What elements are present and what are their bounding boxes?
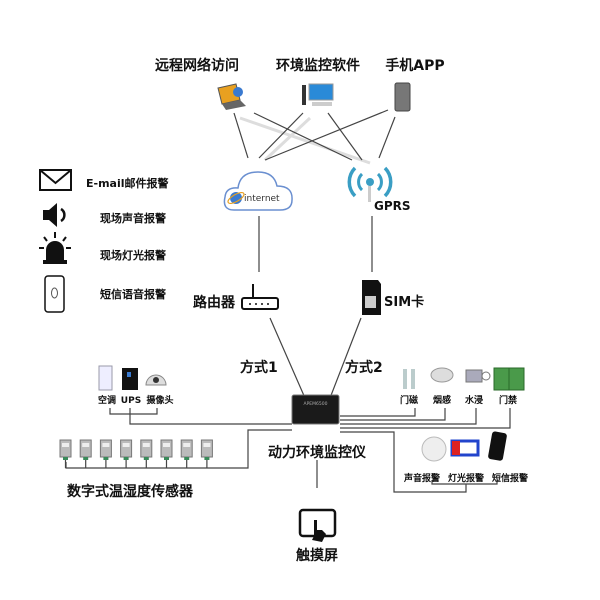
sim-label: SIM卡 — [384, 294, 424, 310]
sms-alarm-phone-icon — [488, 431, 507, 461]
mode1-line — [269, 317, 306, 399]
legend-label-light: 现场灯光报警 — [100, 248, 166, 262]
controller-label: 动力环境监控仪 — [268, 444, 367, 461]
mode1-label: 方式1 — [240, 359, 278, 376]
light-alarm-icon — [450, 439, 480, 457]
laptop-icon — [217, 83, 246, 110]
temperature-humidity-sensors — [59, 439, 213, 468]
right-device-label: 烟感 — [433, 394, 451, 406]
sound-alarm-icon — [421, 436, 447, 462]
smartphone-icon — [394, 82, 411, 112]
envelope-icon — [39, 169, 72, 191]
phone-icon — [44, 275, 65, 313]
alarm-device-label: 声音报警 — [403, 472, 440, 484]
controller-model: APEM6500 — [304, 401, 328, 407]
internet-label: internet — [244, 194, 280, 204]
right-device-label: 门磁 — [400, 394, 418, 406]
legend-label-sms: 短信语音报警 — [100, 287, 166, 301]
gprs-label: GPRS — [374, 199, 411, 213]
legend-label-sound: 现场声音报警 — [100, 211, 166, 225]
camera-icon — [145, 374, 167, 386]
sensor-icon — [140, 439, 153, 468]
desktop-computer-icon — [302, 83, 334, 106]
smoke-detector-icon — [430, 367, 454, 383]
access-control-door-icon — [493, 367, 525, 391]
right-device-label: 门禁 — [499, 394, 517, 406]
left-device-label: 摄像头 — [146, 394, 173, 406]
air-conditioner-icon — [98, 365, 113, 391]
sensors-label: 数字式温湿度传感器 — [67, 483, 194, 500]
alarm-device-label: 灯光报警 — [448, 472, 484, 484]
ups-icon — [122, 368, 138, 390]
sensor-icon — [79, 439, 92, 468]
touchscreen-icon[interactable] — [298, 508, 337, 542]
left-device-label: 空调 — [98, 394, 116, 406]
alarm-device-label: 短信报警 — [492, 472, 528, 484]
water-sensor-icon — [465, 369, 491, 383]
connection-lines-top — [233, 109, 396, 165]
mode2-line — [329, 317, 362, 399]
controller-device[interactable]: APEM6500 — [291, 394, 340, 425]
sensor-icon — [200, 439, 213, 468]
sensor-icon — [59, 439, 72, 468]
legend-label-email: E-mail邮件报警 — [86, 176, 169, 190]
sensor-icon — [120, 439, 133, 468]
sensor-icon — [180, 439, 193, 468]
router-label: 路由器 — [193, 294, 236, 311]
door-magnet-icon — [403, 369, 415, 389]
remote-access-label: 远程网络访问 — [155, 57, 239, 74]
router-icon — [241, 284, 279, 310]
touchscreen-label: 触摸屏 — [295, 547, 338, 564]
sim-card-icon — [362, 280, 381, 315]
speaker-icon — [43, 203, 66, 227]
mobile-app-label: 手机APP — [385, 57, 444, 74]
internet-cloud-icon: internet — [223, 171, 293, 211]
left-device-label: UPS — [121, 396, 141, 406]
sensor-icon — [160, 439, 173, 468]
right-device-label: 水浸 — [465, 394, 483, 406]
mode2-label: 方式2 — [345, 359, 383, 376]
monitor-software-label: 环境监控软件 — [276, 57, 360, 74]
warning-light-icon — [39, 232, 71, 264]
sensor-icon — [99, 439, 112, 468]
gprs-antenna-icon — [347, 166, 393, 202]
